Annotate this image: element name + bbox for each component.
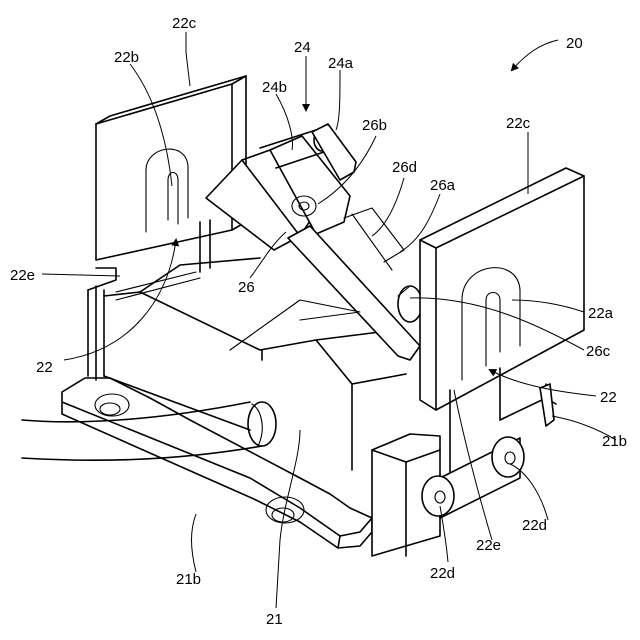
label-21b-right: 21b: [602, 433, 627, 450]
label-24b: 24b: [262, 79, 287, 96]
label-22c-left: 22c: [172, 15, 197, 32]
label-22d-right: 22d: [522, 517, 547, 534]
screw-hole-rear: [492, 437, 524, 477]
label-22a: 22a: [588, 305, 614, 322]
label-22d-bottom: 22d: [430, 565, 455, 582]
label-22-right: 22: [600, 389, 617, 406]
label-24: 24: [294, 39, 311, 56]
label-26d: 26d: [392, 159, 417, 176]
label-26c: 26c: [586, 343, 611, 360]
label-22b: 22b: [114, 49, 139, 66]
label-26b: 26b: [362, 117, 387, 134]
label-22c-right: 22c: [506, 115, 531, 132]
label-20: 20: [566, 35, 583, 52]
label-22-left: 22: [36, 359, 53, 376]
label-21b-left: 21b: [176, 571, 201, 588]
label-26a: 26a: [430, 177, 456, 194]
label-22e-bottom: 22e: [476, 537, 501, 554]
screw-hole-front: [422, 476, 454, 516]
label-26: 26: [238, 279, 255, 296]
label-22e-left: 22e: [10, 267, 35, 284]
label-21: 21: [266, 611, 283, 628]
label-24a: 24a: [328, 55, 354, 72]
terminal-plate-right: [372, 168, 584, 556]
